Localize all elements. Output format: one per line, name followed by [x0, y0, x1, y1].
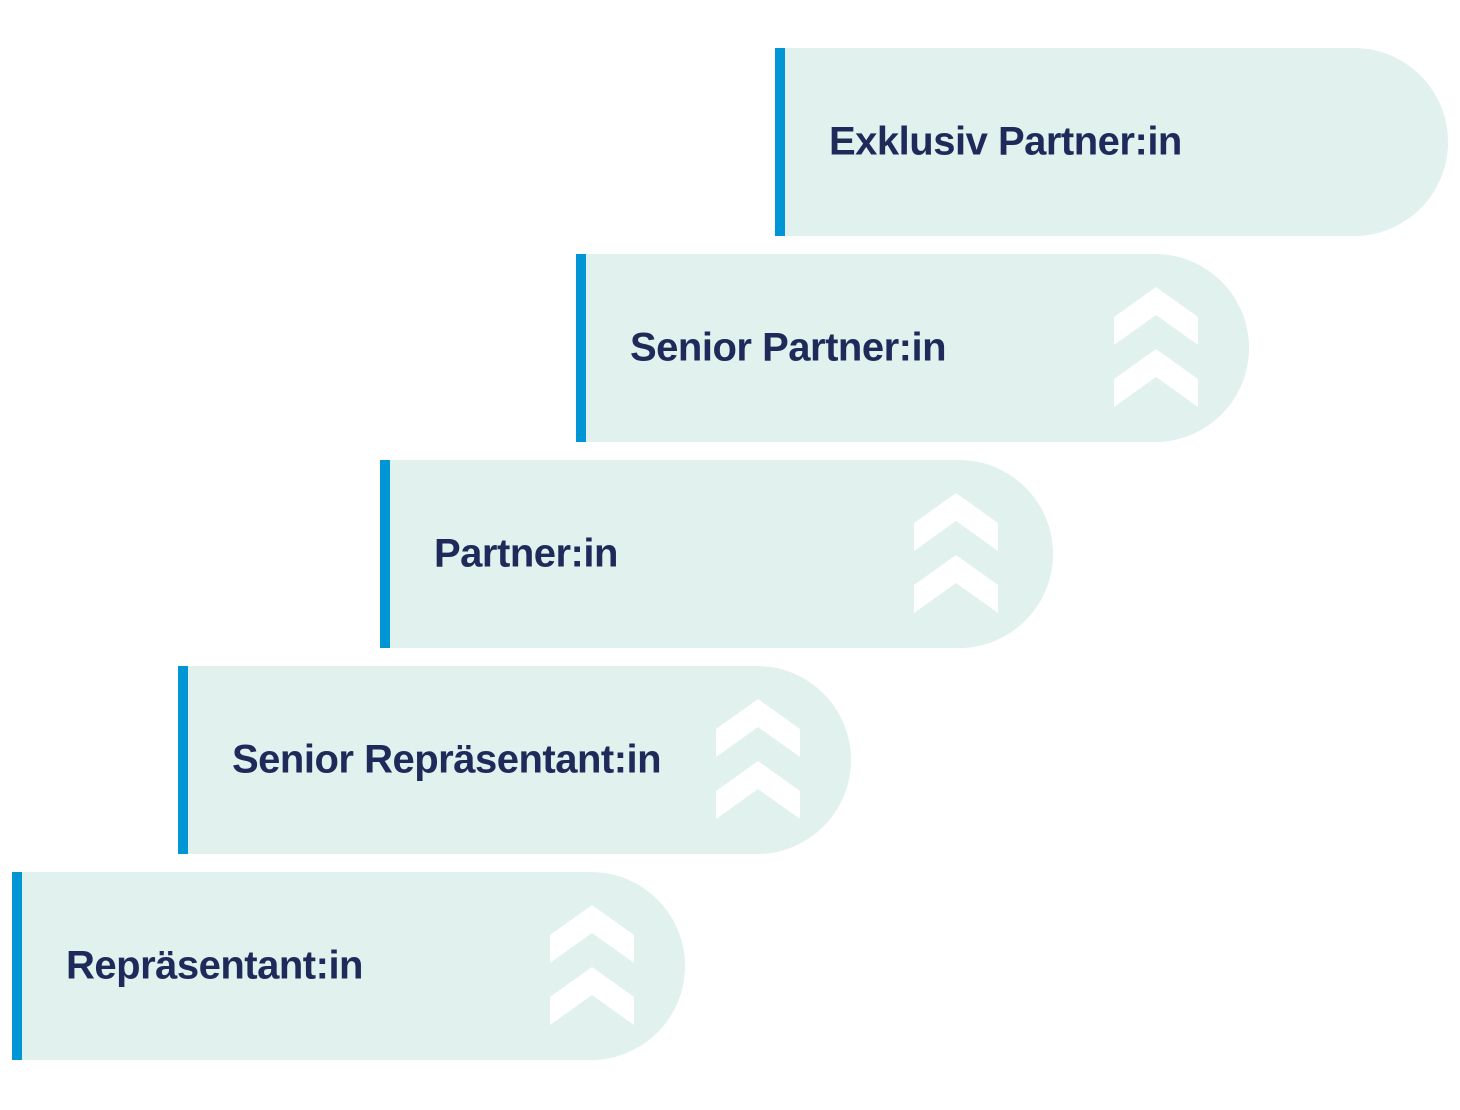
step-label: Repräsentant:in	[66, 943, 364, 988]
step-label: Senior Repräsentant:in	[232, 737, 662, 782]
step-label: Senior Partner:in	[630, 325, 947, 370]
step-senior-reprasentant: Senior Repräsentant:in	[178, 666, 851, 854]
double-chevron-up-icon	[914, 493, 998, 615]
double-chevron-up-icon	[716, 699, 800, 821]
step-label: Partner:in	[434, 531, 618, 576]
step-exklusiv-partner: Exklusiv Partner:in	[775, 48, 1448, 236]
step-label: Exklusiv Partner:in	[829, 119, 1182, 164]
step-senior-partner: Senior Partner:in	[576, 254, 1249, 442]
step-reprasentant: Repräsentant:in	[12, 872, 685, 1060]
step-partner: Partner:in	[380, 460, 1053, 648]
double-chevron-up-icon	[1114, 287, 1198, 409]
double-chevron-up-icon	[550, 905, 634, 1027]
